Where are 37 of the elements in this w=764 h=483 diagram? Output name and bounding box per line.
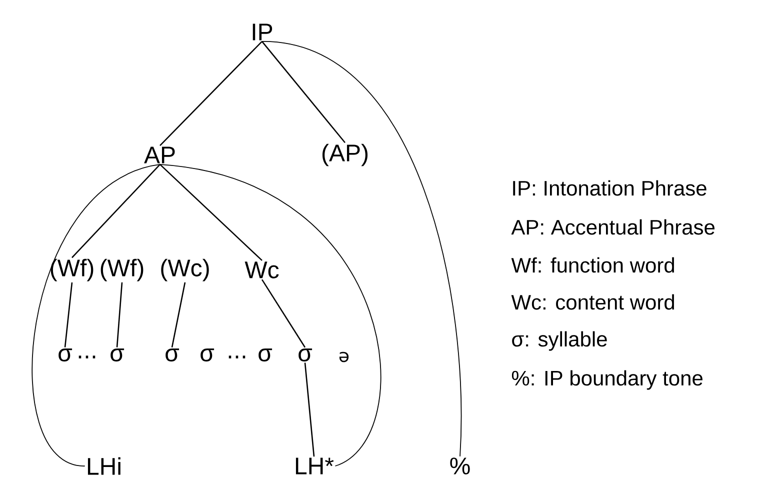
syllable-label: σ <box>258 348 272 362</box>
legend-entry: Wc: content word <box>511 294 674 310</box>
constituent-label: (Wc) <box>161 258 209 282</box>
constituent-label: (Wf) <box>50 258 94 282</box>
legend-entry: σ: syllable <box>512 331 607 351</box>
tree-branch <box>261 279 306 348</box>
tree-branch <box>262 41 346 144</box>
syllable-label: σ <box>200 348 214 362</box>
tone-label: LH* <box>296 458 334 474</box>
constituent-label: IP <box>252 24 272 40</box>
tree-branch <box>171 282 186 348</box>
constituent-label: AP <box>144 146 175 164</box>
tree-branch <box>304 362 315 457</box>
tone-label: LHi <box>88 457 120 475</box>
syllable-label: σ <box>166 348 180 362</box>
legend-entry: AP: Accentual Phrase <box>511 219 715 235</box>
schwa-symbol: ə <box>339 352 349 362</box>
tree-branch <box>160 164 262 261</box>
syllable-label: σ <box>58 348 72 362</box>
constituent-label: Wc <box>244 262 279 278</box>
association-line <box>160 164 382 466</box>
constituent-label: (AP) <box>322 144 368 166</box>
legend-entry: %: IP boundary tone <box>512 370 702 390</box>
ellipsis: ... <box>78 356 96 358</box>
syllable-label: σ <box>298 348 312 362</box>
legend-entry: IP: Intonation Phrase <box>513 180 706 196</box>
syllable-label: σ <box>110 348 124 362</box>
tree-branch <box>116 282 123 348</box>
association-line <box>32 164 160 466</box>
legend-entry: Wf: function word <box>511 257 674 273</box>
tree-branch <box>160 41 262 146</box>
constituent-label: (Wf) <box>100 258 144 282</box>
tree-branch <box>64 282 73 348</box>
tree-branch <box>72 164 160 258</box>
association-line <box>262 41 462 457</box>
tone-label: % <box>450 458 470 474</box>
ellipsis: ... <box>228 356 246 358</box>
